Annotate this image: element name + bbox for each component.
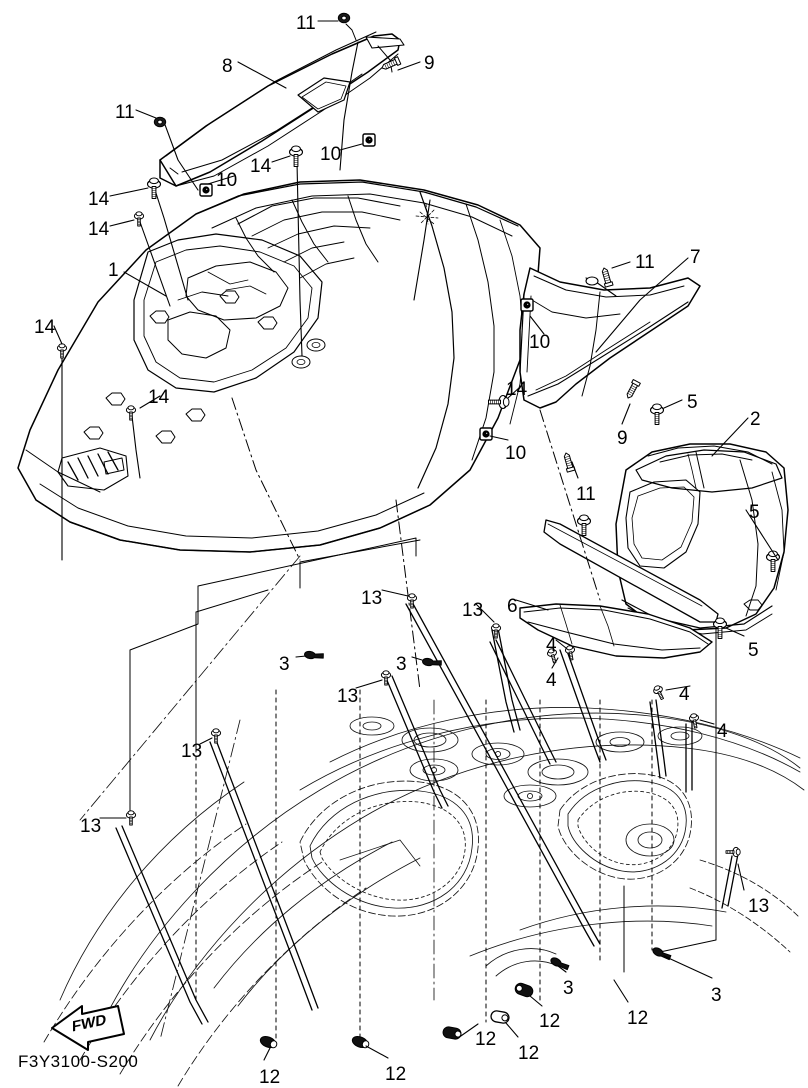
callout-number-14: 14: [88, 189, 110, 210]
callout-number-7: 7: [690, 247, 701, 268]
stay-rods: [115, 601, 739, 1025]
callout-number-3: 3: [711, 985, 722, 1006]
callout-number-13: 13: [337, 686, 359, 707]
screw-9-right: [623, 379, 641, 401]
callout-number-14: 14: [34, 317, 56, 338]
callout-number-12: 12: [475, 1029, 497, 1050]
callout-number-2: 2: [750, 409, 761, 430]
callout-number-14: 14: [148, 387, 170, 408]
callout-number-9: 9: [617, 428, 628, 449]
bolt-14-d: [56, 343, 68, 359]
bolt-14-a: [288, 145, 304, 168]
rivet-13-f: [725, 846, 741, 858]
pin-3-d: [650, 945, 673, 963]
callout-number-3: 3: [563, 978, 574, 999]
callout-number-11: 11: [576, 484, 596, 505]
callout-number-13: 13: [361, 588, 383, 609]
bushing-12-e: [514, 982, 534, 998]
bolt-4-b: [564, 644, 577, 662]
callout-number-4: 4: [679, 684, 690, 705]
bolt-5-a: [649, 403, 665, 426]
bolt-11-right-a: [599, 266, 614, 288]
callout-number-13: 13: [181, 741, 203, 762]
diagram-part-number: F3Y3100-S200: [18, 1052, 139, 1071]
clip-nut-10-c: [520, 298, 534, 312]
forward-direction-arrow: [51, 1005, 125, 1051]
callout-number-11: 11: [115, 102, 135, 123]
rivet-13-e: [125, 810, 137, 826]
rivet-13-a: [406, 593, 418, 609]
callout-number-13: 13: [748, 896, 770, 917]
clip-nut-10-b: [362, 133, 376, 147]
clip-nut-10-a: [199, 183, 213, 197]
callout-number-3: 3: [396, 654, 407, 675]
callout-number-12: 12: [627, 1008, 649, 1029]
rivet-13-d: [210, 728, 222, 744]
bolt-shafts: [61, 41, 431, 561]
callout-number-10: 10: [216, 170, 238, 191]
callout-number-6: 6: [507, 596, 518, 617]
pin-3-a: [303, 650, 325, 662]
callout-leaders: [53, 20, 779, 1061]
callout-number-4: 4: [717, 721, 728, 742]
callout-number-12: 12: [518, 1043, 540, 1064]
callout-number-14: 14: [250, 156, 272, 177]
pin-3-b: [421, 657, 443, 669]
part-7-side-deflector: [519, 267, 701, 409]
part-6-seal-strip: [519, 603, 713, 659]
callout-number-1: 1: [108, 260, 119, 281]
fastener-11-top: [337, 12, 351, 24]
callout-number-11: 11: [296, 13, 316, 34]
bushing-12-c: [442, 1026, 462, 1040]
callout-number-14: 14: [88, 219, 110, 240]
callout-number-12: 12: [385, 1064, 407, 1085]
bushing-12-b: [351, 1035, 370, 1049]
callout-number-10: 10: [529, 332, 551, 353]
callout-number-11: 11: [635, 252, 655, 273]
callout-number-5: 5: [748, 640, 759, 661]
bolt-4-c: [651, 683, 668, 702]
callout-number-14: 14: [506, 379, 528, 400]
callout-number-13: 13: [462, 600, 484, 621]
callout-number-5: 5: [687, 392, 698, 413]
callout-number-12: 12: [259, 1067, 281, 1088]
part-8-hatch-lid: [159, 23, 405, 187]
callout-number-12: 12: [539, 1011, 561, 1032]
callout-number-4: 4: [546, 670, 557, 691]
callout-number-5: 5: [749, 502, 760, 523]
bolt-5-b: [576, 514, 592, 537]
bushing-12-a: [259, 1035, 278, 1049]
callout-number-13: 13: [80, 816, 102, 837]
fastener-11-left: [153, 116, 167, 128]
clip-nut-10-d: [479, 427, 493, 441]
bolt-14-b: [146, 177, 162, 200]
bolt-14-c: [133, 211, 145, 227]
callout-number-10: 10: [320, 144, 342, 165]
pin-3-c: [548, 955, 571, 973]
callout-number-3: 3: [279, 654, 290, 675]
bolt-11-right-b: [561, 451, 576, 473]
callout-number-8: 8: [222, 56, 233, 77]
bolt-4-d: [688, 712, 701, 730]
part-1-hood-cover: [17, 179, 541, 553]
bushing-12-d: [490, 1010, 510, 1024]
callout-number-9: 9: [424, 53, 435, 74]
rivet-13-c: [380, 670, 392, 686]
callout-number-4: 4: [546, 635, 557, 656]
callout-number-10: 10: [505, 443, 527, 464]
